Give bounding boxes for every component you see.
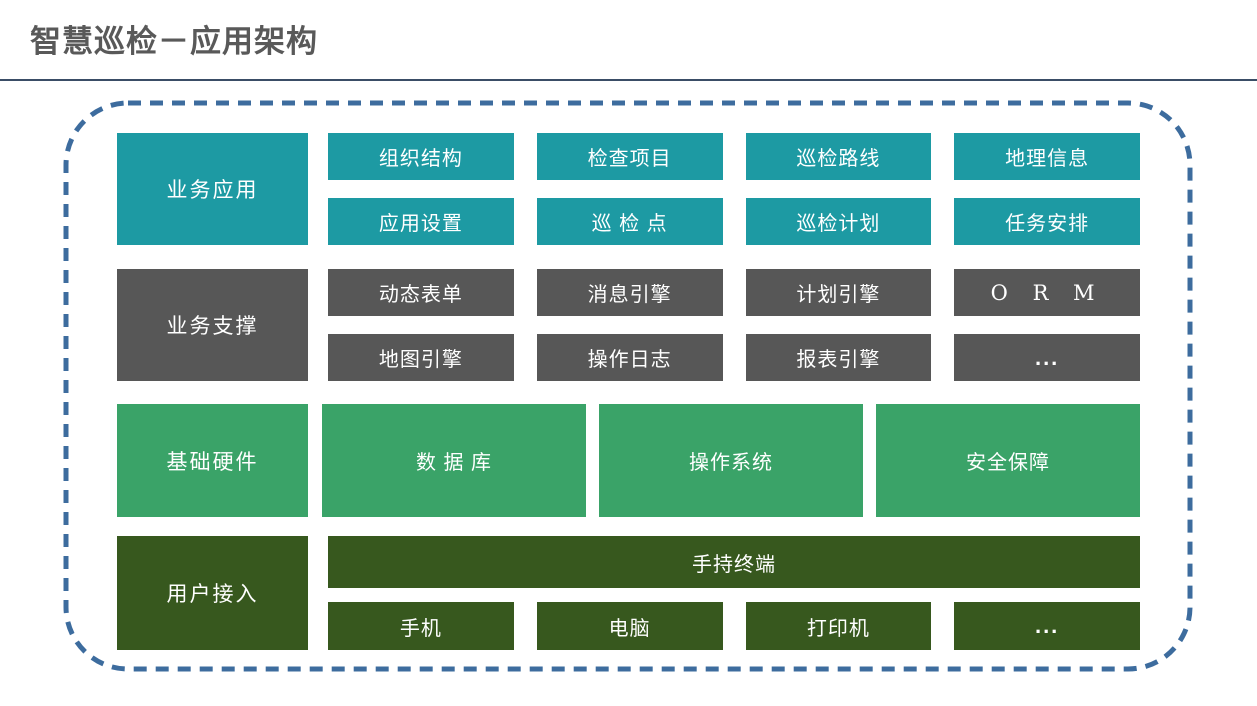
devices-grid: 手机 电脑 打印机 ... xyxy=(328,602,1140,650)
layer-business-support: 业务支撑 动态表单 消息引擎 计划引擎 O R M 地图引擎 操作日志 报表引擎… xyxy=(117,269,1140,381)
box-org-structure: 组织结构 xyxy=(328,133,514,180)
box-inspection-plans: 巡检计划 xyxy=(745,198,932,245)
box-inspection-points: 巡 检 点 xyxy=(536,198,723,245)
layer-basic-hardware: 基础硬件 数 据 库 操作系统 安全保障 xyxy=(117,404,1140,517)
business-apps-grid: 组织结构 检查项目 巡检路线 地理信息 应用设置 巡 检 点 巡检计划 任务安排 xyxy=(328,133,1140,245)
box-message-engine: 消息引擎 xyxy=(536,269,723,316)
layer-label-business-apps: 业务应用 xyxy=(117,133,308,245)
box-handheld-terminal: 手持终端 xyxy=(328,536,1140,588)
box-operating-system: 操作系统 xyxy=(599,404,863,517)
layer-label-business-support: 业务支撑 xyxy=(117,269,308,381)
layer-business-apps: 业务应用 组织结构 检查项目 巡检路线 地理信息 应用设置 巡 检 点 巡检计划… xyxy=(117,133,1140,245)
box-plan-engine: 计划引擎 xyxy=(745,269,932,316)
dashed-frame xyxy=(63,100,1193,672)
box-dynamic-forms: 动态表单 xyxy=(328,269,514,316)
layer-label-user-access: 用户接入 xyxy=(117,536,308,650)
box-operation-logs: 操作日志 xyxy=(536,334,723,381)
box-devices-more: ... xyxy=(954,602,1140,650)
box-database: 数 据 库 xyxy=(322,404,586,517)
box-app-settings: 应用设置 xyxy=(328,198,514,245)
business-support-grid: 动态表单 消息引擎 计划引擎 O R M 地图引擎 操作日志 报表引擎 ... xyxy=(328,269,1140,381)
box-computer: 电脑 xyxy=(536,602,723,650)
box-support-more: ... xyxy=(954,334,1140,381)
user-access-stack: 手持终端 手机 电脑 打印机 ... xyxy=(328,536,1140,650)
box-printer: 打印机 xyxy=(745,602,932,650)
page-title: 智慧巡检－应用架构 xyxy=(30,24,318,59)
box-mobile-phone: 手机 xyxy=(328,602,514,650)
hardware-grid: 数 据 库 操作系统 安全保障 xyxy=(322,404,1140,517)
title-divider xyxy=(0,79,1257,81)
box-inspection-items: 检查项目 xyxy=(536,133,723,180)
box-task-schedule: 任务安排 xyxy=(954,198,1140,245)
box-geo-info: 地理信息 xyxy=(954,133,1140,180)
box-security: 安全保障 xyxy=(876,404,1140,517)
box-map-engine: 地图引擎 xyxy=(328,334,514,381)
layer-user-access: 用户接入 手持终端 手机 电脑 打印机 ... xyxy=(117,536,1140,650)
layer-label-basic-hardware: 基础硬件 xyxy=(117,404,308,517)
box-inspection-routes: 巡检路线 xyxy=(745,133,932,180)
box-report-engine: 报表引擎 xyxy=(745,334,932,381)
box-orm: O R M xyxy=(954,269,1140,316)
